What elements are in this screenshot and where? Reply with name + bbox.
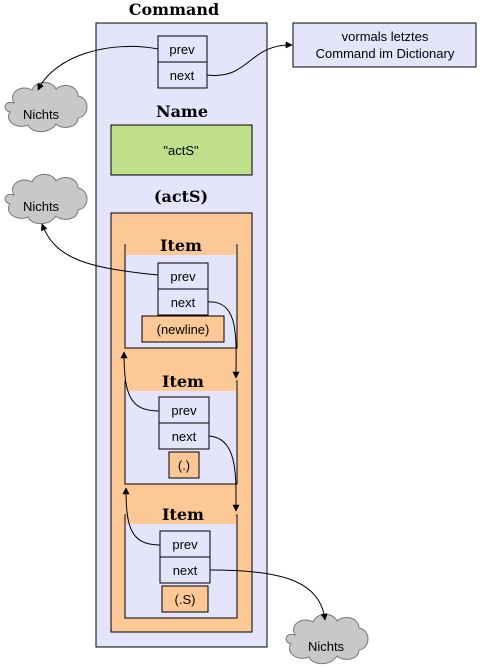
name-title: Name <box>156 102 208 121</box>
item-title: Item <box>162 372 204 391</box>
item3-next-arrow <box>209 569 328 621</box>
item-value: (.S) <box>175 592 196 607</box>
command-prev-field <box>157 35 208 63</box>
name-box <box>110 124 253 176</box>
command-next-field <box>157 61 208 89</box>
cloud-shape <box>285 613 369 665</box>
item-title: Item <box>160 236 202 255</box>
command-next-label: next <box>170 68 195 83</box>
cloud-shape <box>4 173 88 225</box>
item-next-field <box>158 422 210 450</box>
item-prev-label: prev <box>171 403 197 418</box>
item-value-box <box>141 315 225 343</box>
item-next-label: next <box>173 563 198 578</box>
info-line-2: Command im Dictionary <box>316 46 455 61</box>
item-value-box <box>161 585 209 613</box>
item-title-bg <box>126 237 236 255</box>
item-value-box <box>168 451 200 479</box>
list-title: (actS) <box>154 187 208 206</box>
item-value: (.) <box>178 458 190 473</box>
item-title: Item <box>162 505 204 524</box>
command-prev-label: prev <box>169 42 195 57</box>
cloud-label: Nichts <box>308 639 345 654</box>
item2-next-arrow <box>208 435 240 512</box>
name-value: "actS" <box>163 143 199 158</box>
item-prev-label: prev <box>170 269 196 284</box>
item3-prev-arrow <box>122 487 161 546</box>
item1-prev-arrow <box>40 223 159 276</box>
cloud-label: Nichts <box>23 107 60 122</box>
item-prev-field <box>159 530 211 558</box>
item-prev-field <box>158 396 210 424</box>
info-line-1: vormals letztes <box>342 29 429 44</box>
item-prev-field <box>157 262 209 290</box>
item-value: (newline) <box>157 322 210 337</box>
item-title-bg <box>126 373 236 391</box>
item2-prev-arrow <box>120 351 160 412</box>
item-next-label: next <box>172 429 197 444</box>
command-next-arrow <box>206 41 293 76</box>
item-next-label: next <box>171 295 196 310</box>
item1-next-arrow <box>207 301 240 379</box>
item-title-bg <box>126 506 236 524</box>
command-prev-arrow <box>37 46 159 91</box>
info-box <box>292 22 477 68</box>
command-title: Command <box>129 0 219 19</box>
item-next-field <box>157 288 209 316</box>
cloud-label: Nichts <box>23 199 60 214</box>
item-prev-label: prev <box>172 537 198 552</box>
